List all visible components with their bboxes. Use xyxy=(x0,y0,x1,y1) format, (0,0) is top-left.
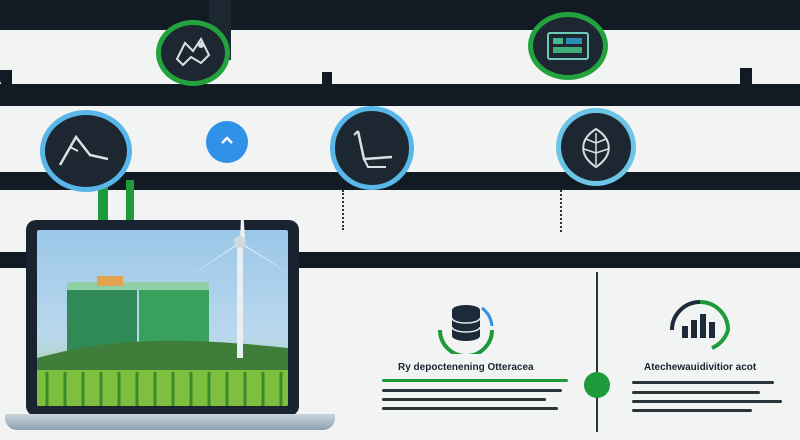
text-line xyxy=(632,381,774,384)
connector-dotted-right xyxy=(560,190,564,232)
dashboard-icon xyxy=(533,17,603,75)
laptop xyxy=(26,220,299,416)
text-line xyxy=(632,400,782,403)
connector-green-right xyxy=(126,180,134,224)
tick-marker xyxy=(322,72,332,86)
laptop-base xyxy=(5,414,335,430)
database-icon xyxy=(432,305,500,358)
caption-left: Ry depoctenening Otteracea xyxy=(398,362,534,373)
bar-chart-icon xyxy=(664,300,736,356)
chevron-up-button[interactable] xyxy=(206,121,248,163)
dashboard-node[interactable] xyxy=(528,12,608,80)
text-line xyxy=(382,389,562,392)
text-line xyxy=(382,407,558,410)
band-2 xyxy=(0,84,800,106)
wind-turbine-icon xyxy=(190,188,290,358)
wildlife-node[interactable] xyxy=(156,20,230,86)
panel-divider xyxy=(596,272,598,432)
laptop-screen xyxy=(37,230,288,406)
crane-icon xyxy=(335,111,409,185)
status-dot xyxy=(584,372,610,398)
database-stat xyxy=(432,298,500,358)
top-band xyxy=(0,0,800,30)
connector-green-left xyxy=(98,180,108,224)
leaf-icon xyxy=(561,113,631,181)
leaf-node[interactable] xyxy=(556,108,636,186)
crane-node[interactable] xyxy=(330,106,414,190)
bar-chart-stat xyxy=(664,296,736,352)
energy-illustration xyxy=(37,276,288,406)
mountain-node[interactable] xyxy=(40,110,132,192)
text-line xyxy=(632,391,760,394)
wildlife-icon xyxy=(161,25,225,81)
text-line xyxy=(632,409,752,412)
caption-right: Atechewauidivitior acot xyxy=(644,362,757,373)
text-line xyxy=(382,398,546,401)
chevron-up-icon xyxy=(219,133,235,151)
text-line xyxy=(382,379,568,382)
tick-marker xyxy=(0,70,12,86)
tick-marker xyxy=(740,68,752,86)
mountain-icon xyxy=(45,115,127,187)
connector-dotted-center xyxy=(342,190,346,230)
